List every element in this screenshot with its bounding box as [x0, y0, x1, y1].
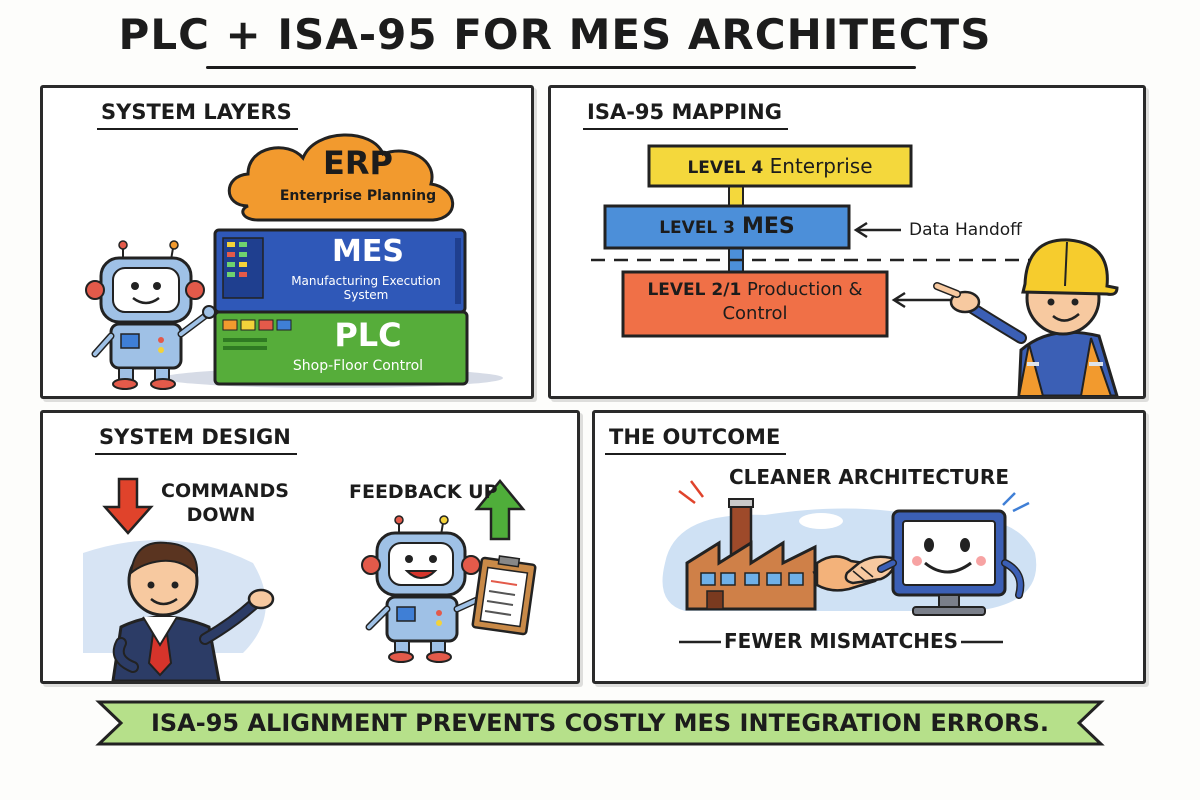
panel-isa95-mapping: ISA-95 MAPPING [548, 85, 1146, 399]
layer-stack-illustration [85, 133, 503, 390]
level3-box: LEVEL 3 MES [605, 206, 849, 248]
cleaner-architecture-label: CLEANER ARCHITECTURE [729, 465, 1009, 489]
robot-with-clipboard [361, 515, 537, 663]
plc-label: PLC [334, 316, 402, 354]
banner-text: ISA-95 ALIGNMENT PREVENTS COSTLY MES INT… [150, 709, 1050, 737]
mes-label: MES [332, 234, 404, 269]
outcome-illustration [662, 480, 1037, 644]
manager-character [111, 541, 275, 681]
level4-prefix: LEVEL 4 [687, 158, 764, 178]
panel-title-system-design: SYSTEM DESIGN [95, 425, 297, 455]
robot-mascot [85, 240, 216, 390]
commands-label: COMMANDS DOWN [161, 479, 289, 527]
erp-cloud [227, 133, 455, 222]
level4-box: LEVEL 4 Enterprise [649, 146, 911, 186]
factory-icon [685, 498, 817, 611]
panel-system-design: SYSTEM DESIGN [40, 410, 580, 684]
data-handoff-label: Data Handoff [909, 220, 1022, 240]
level3-prefix: LEVEL 3 [659, 218, 736, 238]
level21-prefix: LEVEL 2/1 [647, 280, 742, 300]
level4-label: Enterprise [769, 154, 873, 178]
monitor-character [877, 509, 1025, 616]
title-underline [206, 66, 916, 69]
panel-outcome: THE OUTCOME [592, 410, 1146, 684]
fewer-mismatches-label: FEWER MISMATCHES [723, 629, 959, 653]
level3-label: MES [742, 214, 795, 239]
isa95-level-diagram [591, 144, 1119, 396]
level21-label: Production & [747, 279, 863, 300]
bottom-banner [95, 700, 1105, 746]
mes-sublabel: Manufacturing Execution System [291, 274, 441, 302]
erp-label: ERP [323, 144, 393, 182]
panel-title-system-layers: SYSTEM LAYERS [97, 100, 298, 130]
commands-label-line1: COMMANDS [161, 480, 289, 502]
system-design-illustration [83, 477, 537, 681]
erp-sublabel: Enterprise Planning [279, 188, 437, 204]
commands-label-line2: DOWN [186, 504, 256, 526]
level21-box: LEVEL 2/1 Production & Control [623, 278, 887, 326]
feedback-label: FEEDBACK UP [349, 481, 498, 503]
panel-system-layers: SYSTEM LAYERS [40, 85, 534, 399]
level21-label-line2: Control [722, 303, 788, 324]
clipboard-icon [471, 555, 537, 636]
page-title: PLC + ISA-95 FOR MES ARCHITECTS [118, 10, 992, 59]
feedback-up-arrow [474, 479, 526, 541]
panel-title-outcome: THE OUTCOME [604, 425, 787, 455]
handshake-icon [812, 555, 897, 592]
commands-down-arrow [102, 477, 154, 535]
panel-title-isa95-mapping: ISA-95 MAPPING [583, 100, 788, 130]
engineer-character [933, 238, 1119, 396]
plc-controller-box [213, 310, 469, 386]
mes-server-box [213, 228, 467, 314]
plc-sublabel: Shop-Floor Control [292, 358, 424, 374]
